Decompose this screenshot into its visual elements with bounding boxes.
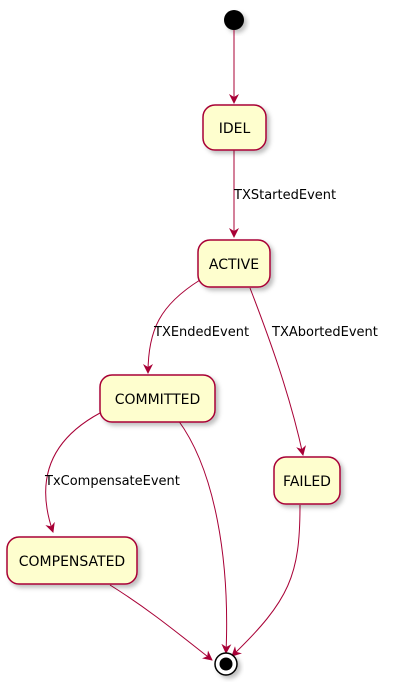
state-compensated: COMPENSATED	[6, 536, 138, 585]
state-idel-label: IDEL	[219, 121, 251, 137]
state-committed-label: COMMITTED	[115, 392, 201, 408]
label-txstartedevent: TXStartedEvent	[233, 188, 336, 203]
start-node	[224, 10, 244, 30]
edge-active-to-committed	[143, 279, 201, 374]
label-txendedevent: TXEndedEvent	[153, 325, 249, 340]
label-txabortedevent: TXAbortedEvent	[271, 325, 378, 340]
state-failed: FAILED	[273, 456, 341, 505]
label-txcompensateevent: TxCompensateEvent	[44, 474, 180, 489]
state-active: ACTIVE	[197, 239, 271, 288]
edge-failed-to-end	[231, 504, 301, 657]
end-node	[214, 652, 238, 676]
edge-committed-to-end	[177, 419, 232, 654]
edge-compensated-to-end	[109, 584, 213, 661]
state-active-label: ACTIVE	[209, 257, 259, 273]
edge-active-to-failed	[249, 287, 306, 456]
edge-committed-to-compensated	[45, 412, 101, 533]
state-failed-label: FAILED	[283, 474, 331, 490]
state-compensated-label: COMPENSATED	[19, 554, 125, 570]
state-idel: IDEL	[202, 104, 267, 151]
state-committed: COMMITTED	[99, 374, 216, 423]
